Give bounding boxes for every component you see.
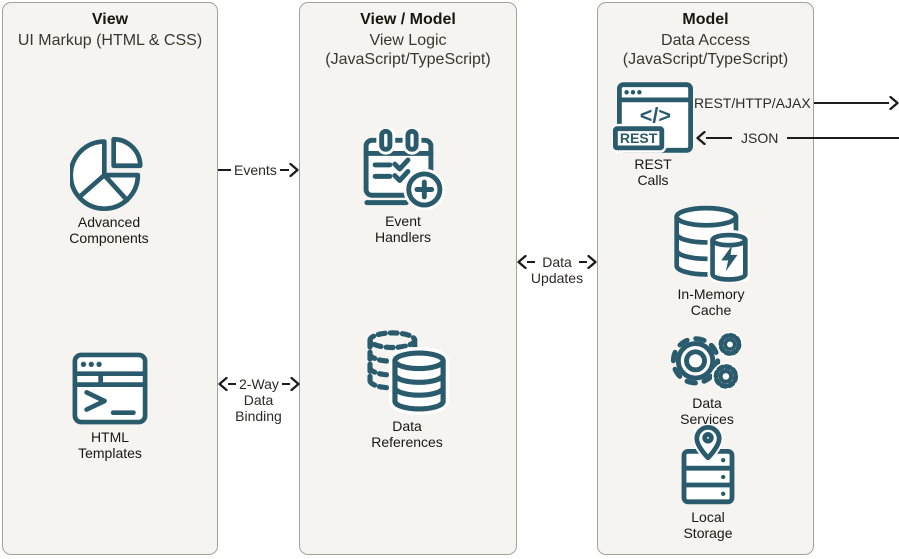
node-label: Event Handlers	[374, 213, 432, 245]
node-label: HTML Templates	[78, 429, 142, 461]
panel-title: View / Model	[360, 11, 456, 28]
panel-subtitle: UI Markup (HTML & CSS)	[3, 31, 217, 50]
database-stack-icon	[367, 330, 450, 415]
rest-http-ajax-arrow-label: REST/HTTP/AJAX	[694, 95, 811, 111]
node-label: Local Storage	[683, 509, 733, 541]
panel-subtitle-line: (JavaScript/TypeScript)	[622, 51, 789, 68]
rest-badge: REST	[620, 130, 658, 146]
node-advanced-components: Advanced Components	[49, 133, 169, 246]
node-event-handlers: Event Handlers	[343, 128, 463, 245]
arrowhead-right-icon	[587, 255, 597, 269]
json-arrow: JSON	[696, 130, 899, 146]
lightning-bolt-icon	[721, 245, 738, 272]
arrowhead-left-icon	[517, 255, 527, 269]
node-data-services: Data Services	[647, 328, 767, 427]
node-data-references: Data References	[347, 329, 467, 450]
arrowhead-left-icon	[696, 131, 706, 145]
two-way-arrow-label-line3: Binding	[235, 408, 282, 424]
two-way-data-binding-arrow: 2-Way Data Binding	[218, 376, 300, 424]
database-lightning-icon	[674, 205, 750, 283]
arrowhead-right-icon	[290, 377, 300, 391]
rest-http-ajax-arrow: REST/HTTP/AJAX	[694, 95, 899, 111]
panel-subtitle-line: View Logic	[369, 32, 447, 49]
node-label: In-Memory Cache	[677, 286, 745, 318]
node-local-storage: Local Storage	[648, 424, 768, 541]
node-label: REST Calls	[634, 156, 672, 188]
panel-subtitle-line: (JavaScript/TypeScript)	[325, 51, 491, 68]
two-way-arrow-label: 2-Way	[239, 376, 279, 392]
arrowhead-left-icon	[218, 377, 228, 391]
node-label: Advanced Components	[69, 214, 149, 246]
panel-subtitle: Data Access (JavaScript/TypeScript)	[598, 31, 813, 69]
node-html-templates: HTML Templates	[50, 351, 170, 461]
node-in-memory-cache: In-Memory Cache	[651, 205, 771, 318]
server-pin-icon	[681, 424, 735, 505]
gears-icon	[670, 331, 744, 391]
panel-subtitle-line: Data Access	[661, 32, 750, 49]
two-way-arrow-label-line2: Data	[243, 392, 274, 408]
panel-subtitle-line: UI Markup (HTML & CSS)	[17, 32, 203, 49]
calendar-add-icon	[363, 128, 445, 210]
events-arrow: Events	[218, 162, 299, 178]
data-updates-arrow-label: Data	[542, 254, 572, 270]
node-label: Data Services	[680, 395, 734, 427]
panel-title: Model	[682, 11, 729, 28]
panel-view: View UI Markup (HTML & CSS)	[2, 2, 218, 555]
browser-code-icon: </> REST	[613, 82, 693, 153]
pie-chart-icon	[70, 136, 143, 211]
data-updates-arrow: Data Updates	[517, 254, 597, 286]
events-arrow-label: Events	[234, 162, 277, 178]
arrowhead-right-icon	[289, 163, 299, 177]
json-arrow-label: JSON	[741, 130, 779, 146]
browser-terminal-icon	[72, 352, 148, 425]
panel-subtitle: View Logic (JavaScript/TypeScript)	[300, 31, 516, 69]
code-glyph: </>	[640, 102, 671, 127]
panel-view-model: View / Model View Logic (JavaScript/Type…	[299, 2, 517, 555]
node-label: Data References	[371, 418, 443, 450]
panel-title: View	[91, 11, 129, 28]
arrowhead-right-icon	[889, 96, 899, 110]
data-updates-arrow-label-line2: Updates	[530, 270, 584, 286]
node-rest-calls: </> REST REST Calls	[593, 82, 713, 188]
